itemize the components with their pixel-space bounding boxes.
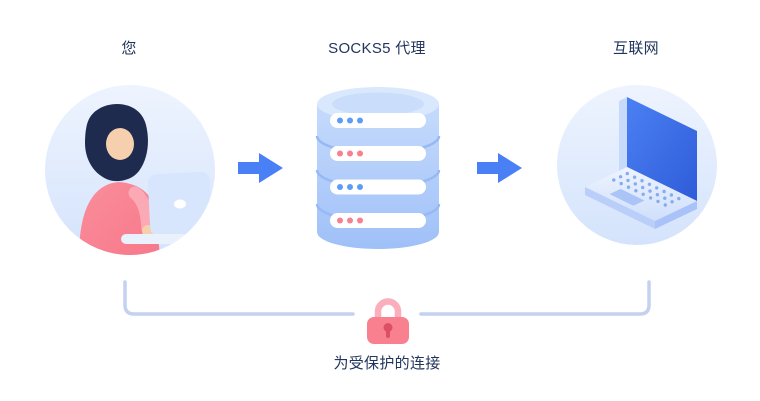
database-band-3	[330, 179, 426, 195]
keyboard-keys	[612, 171, 681, 207]
person-at-laptop-illustration	[45, 85, 215, 255]
database-top-inner	[332, 92, 424, 116]
user-laptop-logo	[174, 199, 186, 209]
user-node-label: 您	[121, 40, 137, 57]
lock-keyhole	[383, 323, 393, 332]
laptop-base-right	[655, 201, 697, 229]
internet-node-label: 互联网	[613, 40, 659, 57]
caption-label: 为受保护的连接	[333, 355, 441, 372]
user-laptop-deck	[121, 234, 213, 244]
database-band-1	[330, 113, 426, 128]
database-stack-illustration	[315, 87, 441, 249]
laptop-isometric	[585, 97, 697, 229]
arrow-right-icon	[477, 153, 522, 183]
arrow-right-icon	[238, 153, 283, 183]
database-body	[317, 104, 439, 249]
laptop-screen	[627, 97, 697, 201]
laptop-touchpad	[609, 188, 645, 206]
lock-keyhole-stem	[386, 330, 390, 338]
laptop-isometric-illustration	[557, 85, 717, 245]
proxy-node-label: SOCKS5 代理	[328, 40, 426, 57]
database-band-4	[330, 213, 426, 228]
padlock-icon	[367, 298, 409, 344]
person-face	[106, 128, 134, 160]
lock-shackle	[374, 298, 402, 324]
database-band-2	[330, 146, 426, 161]
laptop-base-front	[585, 187, 655, 229]
user-laptop	[147, 171, 213, 237]
protection-bracket	[123, 280, 651, 316]
person-hair-fringe	[104, 118, 138, 140]
laptop-screen-edge	[619, 97, 627, 173]
